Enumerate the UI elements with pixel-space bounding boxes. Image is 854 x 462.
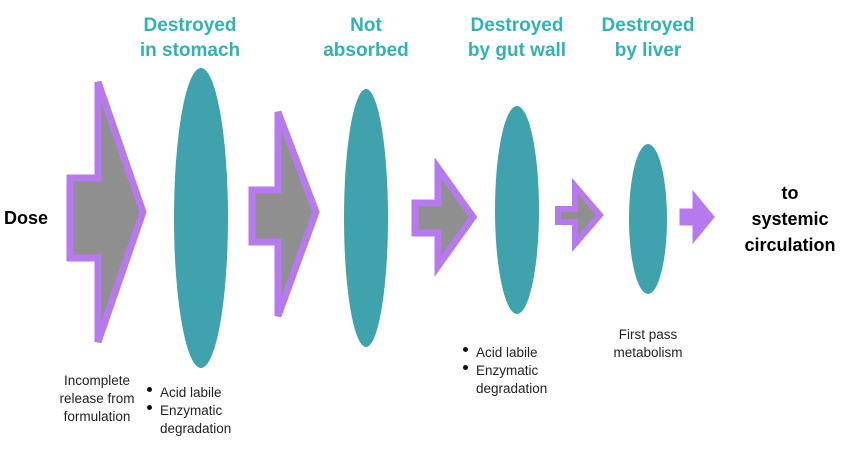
header-stomach: Destroyed in stomach (128, 13, 252, 63)
barrier-stomach (174, 68, 228, 368)
header-stomach-line-2: in stomach (139, 40, 241, 61)
barrier-liver (629, 144, 667, 294)
end-label: to systemic circulation (730, 180, 850, 258)
liver-note-line-2: metabolism (613, 345, 683, 360)
list-item-text-cont: degradation (476, 381, 548, 396)
list-item-text: Acid labile (160, 385, 222, 400)
barrier-gut-wall (495, 106, 539, 314)
release-note: Incomplete release from formulation (44, 372, 150, 426)
gut-wall-causes-list: Acid labile Enzymatic degradation (462, 344, 547, 398)
end-label-line-3: circulation (744, 235, 836, 255)
list-item-text: Acid labile (476, 345, 538, 360)
release-note-line-1: Incomplete (63, 373, 131, 388)
header-liver-line-1: Destroyed (601, 15, 695, 36)
header-liver-line-2: by liver (614, 40, 682, 61)
arrow-final (679, 189, 715, 245)
header-gut-wall-line-2: by gut wall (467, 40, 567, 61)
list-item: Acid labile (462, 344, 547, 362)
list-item-text: Enzymatic (160, 403, 223, 418)
header-not-absorbed-line-2: absorbed (323, 40, 409, 61)
end-label-line-2: systemic (751, 209, 829, 229)
header-gut-wall: Destroyed by gut wall (452, 13, 582, 63)
barrier-not-absorbed (344, 89, 388, 347)
end-label-line-1: to (781, 183, 799, 203)
dose-label: Dose (4, 208, 49, 228)
header-not-absorbed: Not absorbed (310, 13, 422, 63)
release-note-line-3: formulation (63, 409, 131, 424)
liver-note: First pass metabolism (598, 326, 698, 362)
stomach-causes-list: Acid labile Enzymatic degradation (146, 384, 231, 438)
header-liver: Destroyed by liver (588, 13, 708, 63)
list-item: Enzymatic degradation (462, 362, 547, 398)
liver-note-line-1: First pass (618, 327, 678, 342)
header-stomach-line-1: Destroyed (143, 15, 237, 36)
arrow-2 (248, 110, 320, 318)
header-not-absorbed-line-1: Not (350, 15, 382, 36)
arrow-1 (66, 80, 147, 344)
arrow-4 (555, 177, 604, 253)
release-note-line-2: release from (59, 391, 135, 406)
header-gut-wall-line-1: Destroyed (470, 15, 564, 36)
list-item: Acid labile (146, 384, 231, 402)
list-item-text: Enzymatic (476, 363, 539, 378)
list-item: Enzymatic degradation (146, 402, 231, 438)
arrow-3 (411, 157, 478, 277)
list-item-text-cont: degradation (160, 421, 232, 436)
